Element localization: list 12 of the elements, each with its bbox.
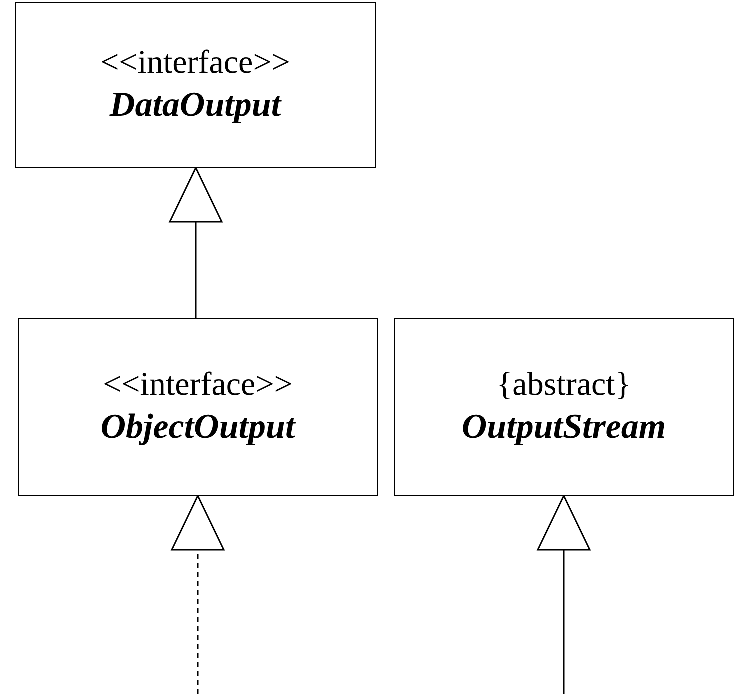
interface-box — [15, 2, 376, 168]
stereotype-label: <<interface>> — [103, 366, 293, 405]
class-box — [394, 318, 734, 496]
stereotype-label: <<interface>> — [100, 44, 290, 83]
generalization-arrow — [537, 495, 591, 694]
class-name: DataOutput — [110, 84, 282, 126]
class-name: ObjectOutput — [100, 406, 296, 448]
interface-box — [18, 318, 378, 496]
class-name: OutputStream — [462, 406, 666, 448]
stereotype-label: {abstract} — [496, 366, 632, 405]
generalization-arrow — [171, 495, 225, 694]
generalization-arrow — [169, 167, 223, 318]
